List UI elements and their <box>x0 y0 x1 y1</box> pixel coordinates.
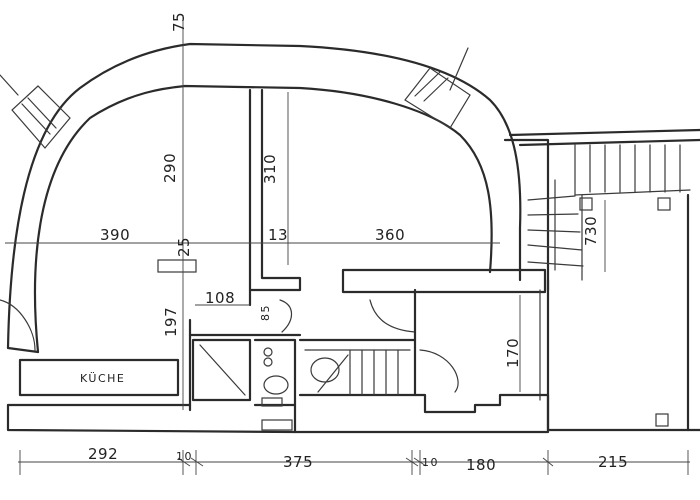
dim-left-height: 290 <box>161 153 179 183</box>
right-annex <box>539 193 700 432</box>
dim-bottom-left: 292 <box>88 445 118 463</box>
dim-bottom-right1: 180 <box>466 456 496 474</box>
dim-bottom-mid: 375 <box>283 453 313 471</box>
dim-right-lower-height: 170 <box>504 338 522 368</box>
dim-top-wall: 75 <box>170 12 188 32</box>
outer-arched-wall <box>6 42 522 354</box>
bottom-wall <box>6 393 550 434</box>
window-left <box>0 74 71 149</box>
dim-stair-height: 730 <box>582 216 600 246</box>
dim-bottom-gap2: 10 <box>422 456 439 469</box>
dim-lower-width: 108 <box>205 289 235 307</box>
dim-mid-height: 310 <box>261 154 279 184</box>
dim-lower-gap: 85 <box>259 304 272 321</box>
dimension-labels: 75 290 310 390 25 13 360 730 108 85 197 … <box>88 12 628 474</box>
window-right <box>404 47 471 129</box>
interior-walls <box>248 88 550 307</box>
dim-right-width: 360 <box>375 226 405 244</box>
lower-stair <box>298 288 459 397</box>
dim-left-width: 390 <box>100 226 130 244</box>
dim-lower-height: 197 <box>162 307 180 337</box>
dim-bottom-gap1: 10 <box>176 450 193 463</box>
dim-small-a: 25 <box>175 237 193 257</box>
dim-bottom-right2: 215 <box>598 453 628 471</box>
top-stair <box>508 128 700 427</box>
dim-small-b: 13 <box>268 226 288 244</box>
kitchen-label: KÜCHE <box>80 372 125 385</box>
kitchen-area: KÜCHE <box>0 259 197 412</box>
dimension-lines <box>5 15 690 475</box>
bath-block <box>188 299 302 431</box>
